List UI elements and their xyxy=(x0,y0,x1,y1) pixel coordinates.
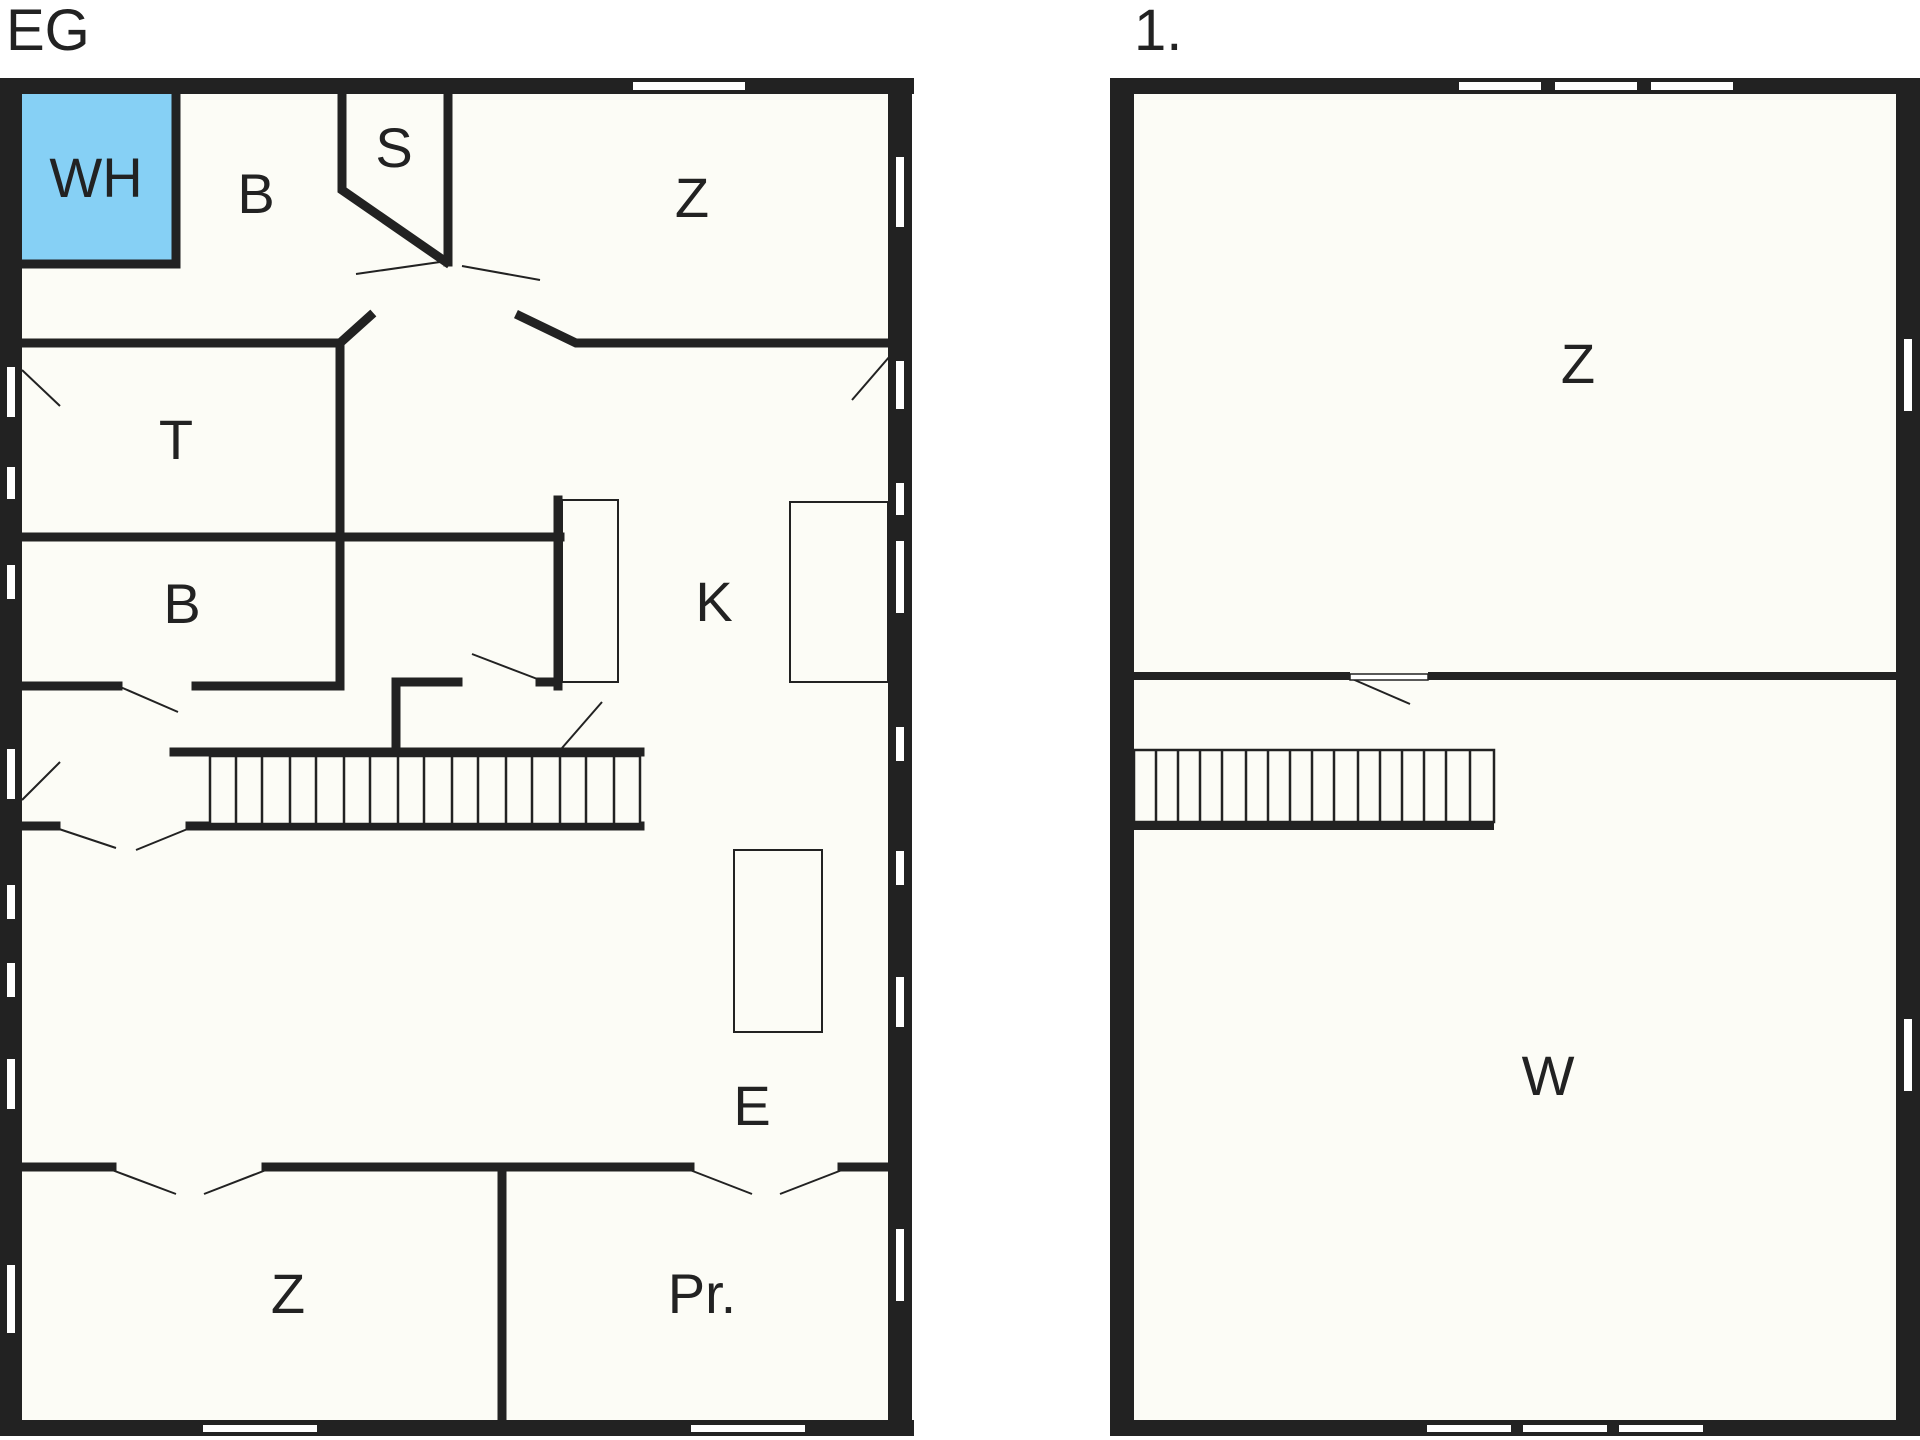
room-label-entrance: E xyxy=(733,1074,770,1137)
ground-door-swings xyxy=(21,261,891,1195)
ground-interior-walls xyxy=(17,87,895,1429)
room-label-bath-mid: B xyxy=(163,572,200,635)
room-label-kitchen: K xyxy=(695,570,732,633)
room-label-first-bedroom: Z xyxy=(1561,332,1595,395)
first-room-labels: Z W xyxy=(1522,332,1596,1107)
room-label-bedroom-top: Z xyxy=(675,166,709,229)
ground-floor: EG xyxy=(0,0,914,1436)
room-label-practice: Pr. xyxy=(668,1262,736,1325)
room-label-storage: S xyxy=(375,116,412,179)
first-door-swing xyxy=(1349,673,1429,705)
first-floor-title: 1. xyxy=(1134,0,1182,63)
first-interior-walls xyxy=(1134,672,1898,830)
first-stairs xyxy=(1132,748,1496,824)
room-label-first-living: W xyxy=(1522,1044,1575,1107)
ground-stairs xyxy=(208,754,642,826)
kitchen-fixtures xyxy=(561,499,889,1033)
room-label-bath-top: B xyxy=(237,162,274,225)
room-label-wh: WH xyxy=(49,146,142,209)
first-outer-walls xyxy=(1110,78,1920,1436)
room-label-bedroom-bottom: Z xyxy=(271,1262,305,1325)
first-floor: 1. xyxy=(1110,0,1920,1436)
ground-room-labels: WH B S Z T B K E Z Pr. xyxy=(49,116,770,1325)
first-windows xyxy=(1425,80,1914,1434)
ground-floor-title: EG xyxy=(6,0,90,63)
room-label-toilet: T xyxy=(159,408,193,471)
wh-room-fill xyxy=(22,92,174,264)
ground-windows xyxy=(5,80,906,1434)
